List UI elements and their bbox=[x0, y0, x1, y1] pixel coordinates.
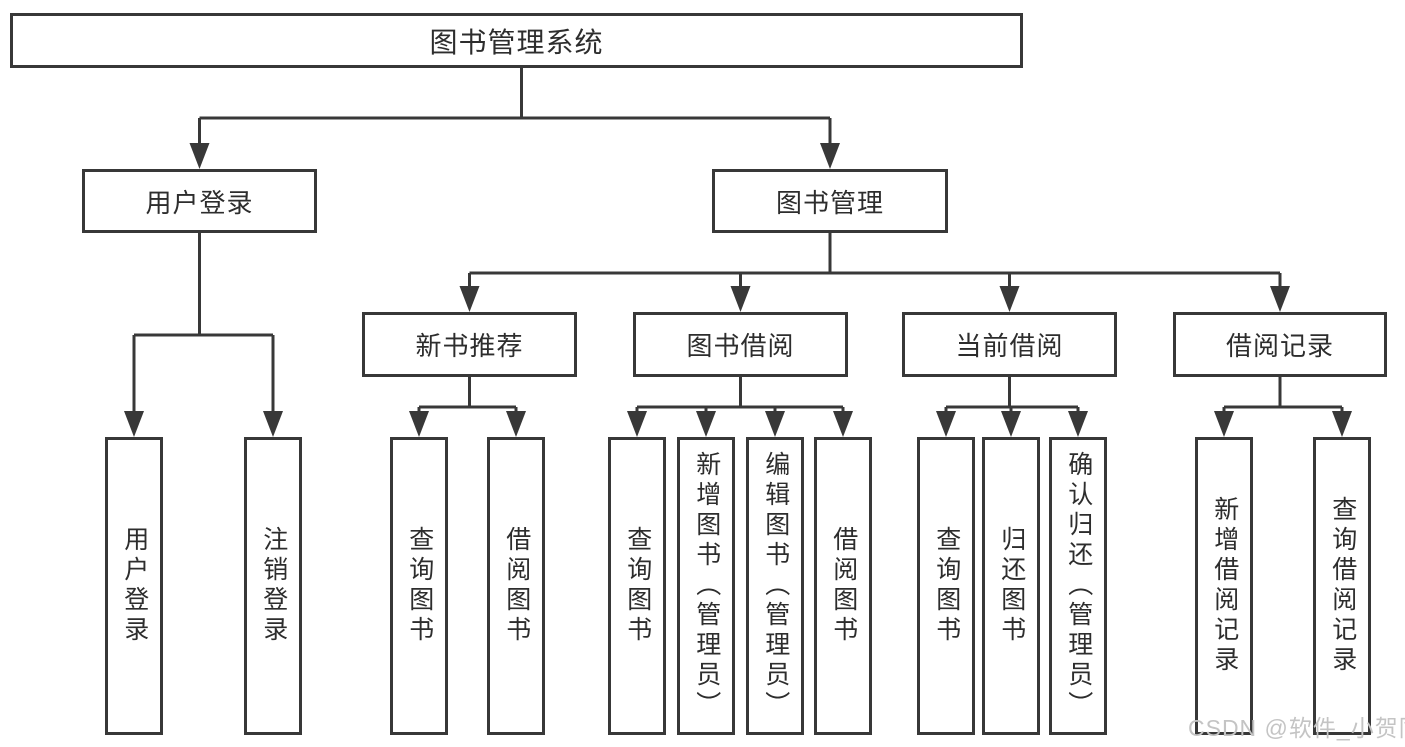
leaf-query-borrow-record: 查询借阅记录 bbox=[1313, 437, 1371, 735]
leaf-borrow-books-label: 借阅图书 bbox=[829, 526, 858, 646]
node-book-management-label: 图书管理 bbox=[775, 187, 884, 218]
connector-login-to-leaves bbox=[124, 233, 283, 437]
node-book-borrowing-label: 图书借阅 bbox=[686, 331, 795, 361]
node-borrowing-records-label: 借阅记录 bbox=[1225, 331, 1334, 361]
leaf-return-books-label: 归还图书 bbox=[997, 526, 1026, 646]
leaf-query-books-current: 查询图书 bbox=[917, 437, 975, 735]
leaf-query-borrow-record-label: 查询借阅记录 bbox=[1328, 496, 1357, 676]
leaf-query-books-recommend-label: 查询图书 bbox=[405, 526, 434, 646]
node-new-book-recommend-label: 新书推荐 bbox=[415, 331, 524, 361]
connector-borrow-to-leaves bbox=[627, 377, 853, 437]
leaf-query-books-recommend: 查询图书 bbox=[390, 437, 448, 735]
leaf-borrow-books: 借阅图书 bbox=[814, 437, 872, 735]
leaf-add-borrow-record-label: 新增借阅记录 bbox=[1210, 496, 1239, 676]
leaf-confirm-return-admin-label: 确认归还（管理员） bbox=[1064, 451, 1093, 721]
connector-newbook-to-leaves bbox=[409, 377, 526, 437]
node-current-borrowing: 当前借阅 bbox=[902, 312, 1117, 377]
leaf-query-books-borrow-label: 查询图书 bbox=[623, 526, 652, 646]
leaf-borrow-books-recommend: 借阅图书 bbox=[487, 437, 545, 735]
leaf-query-books-current-label: 查询图书 bbox=[932, 526, 961, 646]
leaf-user-login: 用户登录 bbox=[105, 437, 163, 735]
node-borrowing-records: 借阅记录 bbox=[1173, 312, 1387, 377]
node-book-management: 图书管理 bbox=[712, 169, 948, 233]
node-user-login-label: 用户登录 bbox=[145, 187, 254, 218]
csdn-watermark: CSDN @软件_小贺同学 bbox=[1188, 715, 1405, 741]
leaf-add-borrow-record: 新增借阅记录 bbox=[1195, 437, 1253, 735]
node-root-label: 图书管理系统 bbox=[429, 26, 604, 58]
leaf-return-books: 归还图书 bbox=[982, 437, 1040, 735]
connector-records-to-leaves bbox=[1214, 377, 1352, 437]
leaf-edit-books-admin-label: 编辑图书（管理员） bbox=[761, 451, 790, 721]
leaf-add-books-admin: 新增图书（管理员） bbox=[677, 437, 735, 735]
leaf-user-login-label: 用户登录 bbox=[120, 526, 149, 646]
leaf-add-books-admin-label: 新增图书（管理员） bbox=[692, 451, 721, 721]
node-user-login: 用户登录 bbox=[82, 169, 317, 233]
leaf-logout-label: 注销登录 bbox=[259, 526, 288, 646]
leaf-query-books-borrow: 查询图书 bbox=[608, 437, 666, 735]
node-book-borrowing: 图书借阅 bbox=[633, 312, 848, 377]
leaf-logout: 注销登录 bbox=[244, 437, 302, 735]
node-root: 图书管理系统 bbox=[10, 13, 1023, 68]
leaf-confirm-return-admin: 确认归还（管理员） bbox=[1049, 437, 1107, 735]
leaf-edit-books-admin: 编辑图书（管理员） bbox=[746, 437, 804, 735]
node-new-book-recommend: 新书推荐 bbox=[362, 312, 577, 377]
connector-root-to-level2 bbox=[189, 68, 840, 169]
connector-mgmt-to-level3 bbox=[459, 233, 1290, 312]
node-current-borrowing-label: 当前借阅 bbox=[955, 331, 1064, 361]
leaf-borrow-books-recommend-label: 借阅图书 bbox=[502, 526, 531, 646]
connector-current-to-leaves bbox=[936, 377, 1088, 437]
